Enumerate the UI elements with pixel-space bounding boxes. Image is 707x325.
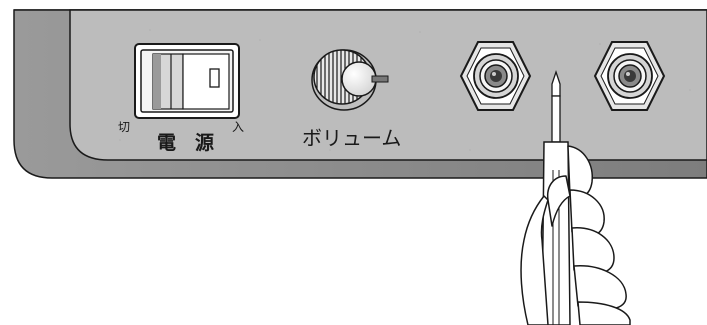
volume-label: ボリューム — [302, 126, 401, 150]
volume-knob[interactable] — [311, 49, 389, 111]
power-off-label: 切 — [118, 120, 130, 134]
jack-right[interactable] — [593, 41, 666, 111]
power-on-label: 入 — [232, 120, 244, 134]
jack-left[interactable] — [459, 41, 532, 111]
power-switch[interactable] — [134, 43, 240, 119]
power-label: 電 源 — [157, 131, 214, 154]
hand — [520, 145, 631, 325]
